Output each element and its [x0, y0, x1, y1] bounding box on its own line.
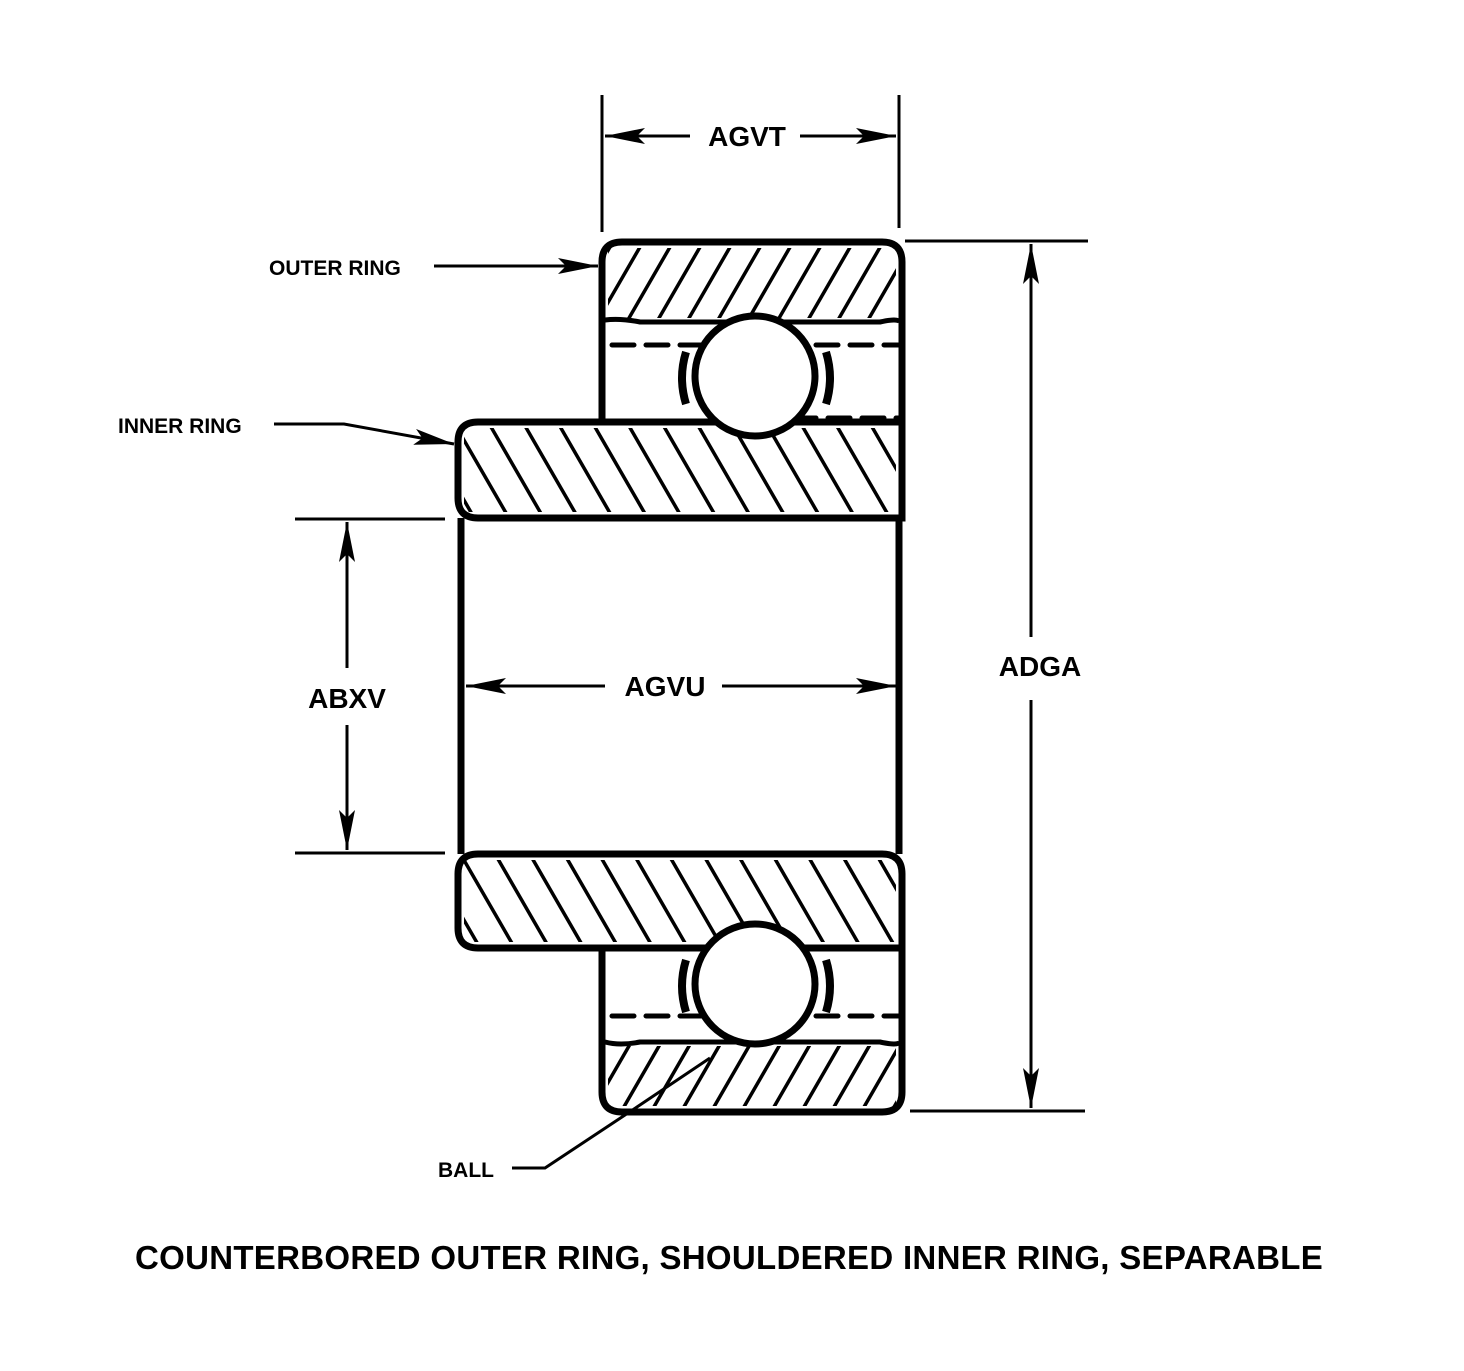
- diagram-title: COUNTERBORED OUTER RING, SHOULDERED INNE…: [135, 1239, 1323, 1276]
- dimension-label-adga: ADGA: [999, 651, 1081, 682]
- ball-bottom: [678, 920, 834, 1048]
- label-outer-ring: OUTER RING: [269, 257, 401, 280]
- bore: [457, 518, 903, 854]
- inner-ring-top: [454, 418, 906, 522]
- leader-ball: BALL: [438, 1056, 711, 1182]
- dimension-agvu: AGVU: [466, 671, 896, 702]
- dimension-abxv: ABXV: [295, 517, 445, 855]
- leader-outer-ring: OUTER RING: [269, 257, 598, 280]
- label-inner-ring: INNER RING: [118, 415, 242, 438]
- dimension-label-abxv: ABXV: [308, 683, 386, 714]
- inner-ring-bottom: [454, 850, 906, 952]
- ball-top: [678, 312, 834, 440]
- dimension-label-agvt: AGVT: [708, 121, 786, 152]
- leader-inner-ring: INNER RING: [118, 415, 455, 446]
- label-ball: BALL: [438, 1159, 494, 1182]
- dimension-agvt: AGVT: [600, 95, 901, 232]
- dimension-adga: ADGA: [905, 239, 1088, 1113]
- dimension-label-agvu: AGVU: [625, 671, 706, 702]
